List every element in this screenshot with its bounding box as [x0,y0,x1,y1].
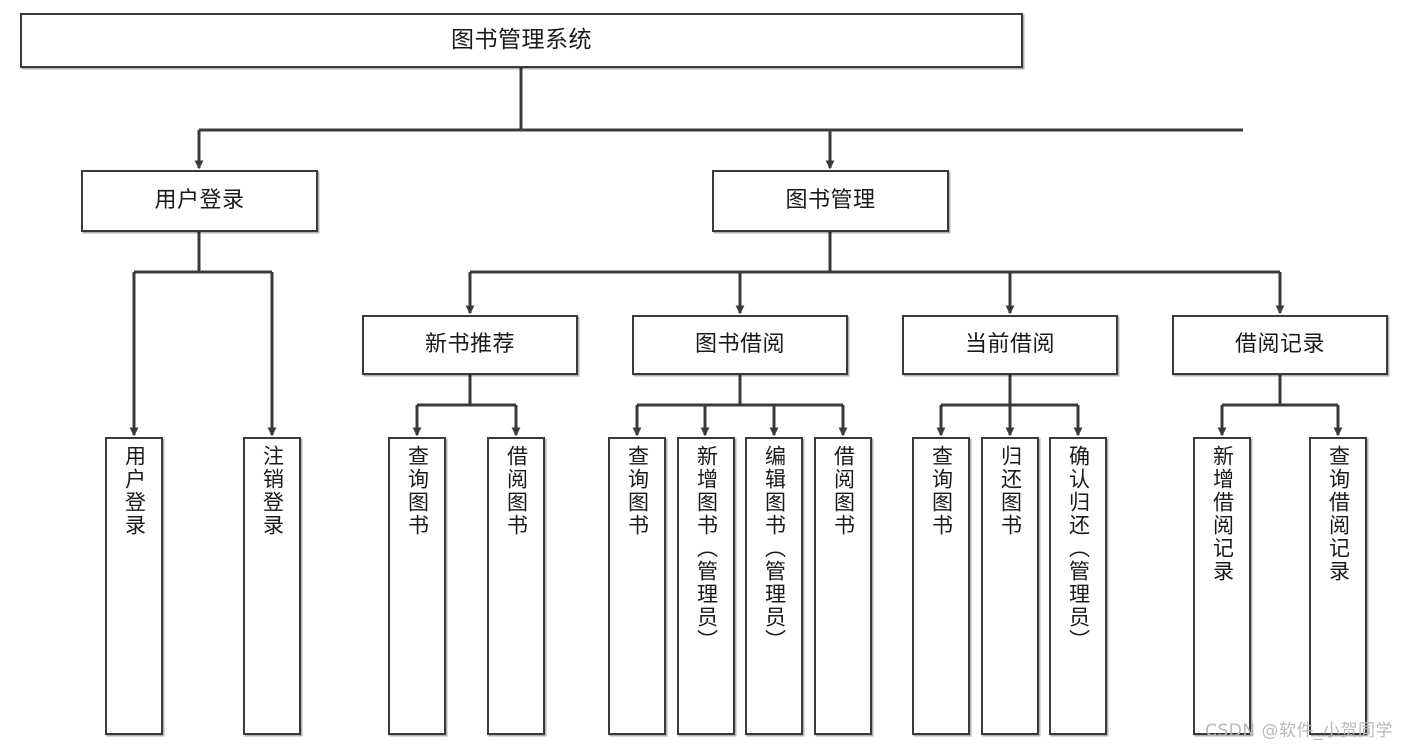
leaf-user-login-logout[interactable]: 注销登录 [243,437,301,735]
node-label: 用户登录 [154,188,245,214]
leaf-borrow-edit-book-admin[interactable]: 编辑图书（管理员） [745,437,803,735]
node-label: 编辑图书（管理员） [762,445,787,652]
node-current-borrow[interactable]: 当前借阅 [902,315,1118,375]
leaf-borrow-borrow-book[interactable]: 借阅图书 [814,437,872,735]
node-label: 图书管理系统 [451,26,592,53]
node-label: 查询图书 [929,445,954,537]
node-label: 查询图书 [625,445,650,537]
leaf-borrow-add-book-admin[interactable]: 新增图书（管理员） [677,437,735,735]
leaf-current-return-book[interactable]: 归还图书 [981,437,1039,735]
node-label: 借阅图书 [831,445,856,537]
leaf-borrow-query-book[interactable]: 查询图书 [608,437,666,735]
node-label: 新书推荐 [424,332,515,358]
leaf-record-query-record[interactable]: 查询借阅记录 [1309,437,1367,735]
node-label: 归还图书 [998,445,1023,537]
node-root-system[interactable]: 图书管理系统 [20,13,1023,68]
node-label: 图书管理 [785,188,876,214]
node-user-login[interactable]: 用户登录 [81,170,318,232]
node-label: 查询借阅记录 [1326,445,1351,583]
leaf-current-query-book[interactable]: 查询图书 [912,437,970,735]
node-label: 查询图书 [405,445,430,537]
node-label: 当前借阅 [964,332,1055,358]
leaf-current-confirm-return-admin[interactable]: 确认归还（管理员） [1049,437,1107,735]
node-label: 新增图书（管理员） [694,445,719,652]
node-label: 借阅图书 [504,445,529,537]
node-new-book-recommend[interactable]: 新书推荐 [362,315,578,375]
node-label: 注销登录 [260,445,285,537]
node-label: 用户登录 [122,445,147,537]
node-borrow-record[interactable]: 借阅记录 [1172,315,1388,375]
leaf-recommend-query-book[interactable]: 查询图书 [388,437,446,735]
watermark: CSDN @软件_小贺同学 [1205,721,1393,741]
leaf-recommend-borrow-book[interactable]: 借阅图书 [487,437,545,735]
leaf-record-add-record[interactable]: 新增借阅记录 [1193,437,1251,735]
node-label: 借阅记录 [1234,332,1325,358]
node-book-management[interactable]: 图书管理 [712,170,949,232]
node-label: 新增借阅记录 [1210,445,1235,583]
node-label: 确认归还（管理员） [1066,445,1091,652]
node-book-borrow[interactable]: 图书借阅 [632,315,848,375]
node-label: 图书借阅 [694,332,785,358]
leaf-user-login-login[interactable]: 用户登录 [105,437,163,735]
